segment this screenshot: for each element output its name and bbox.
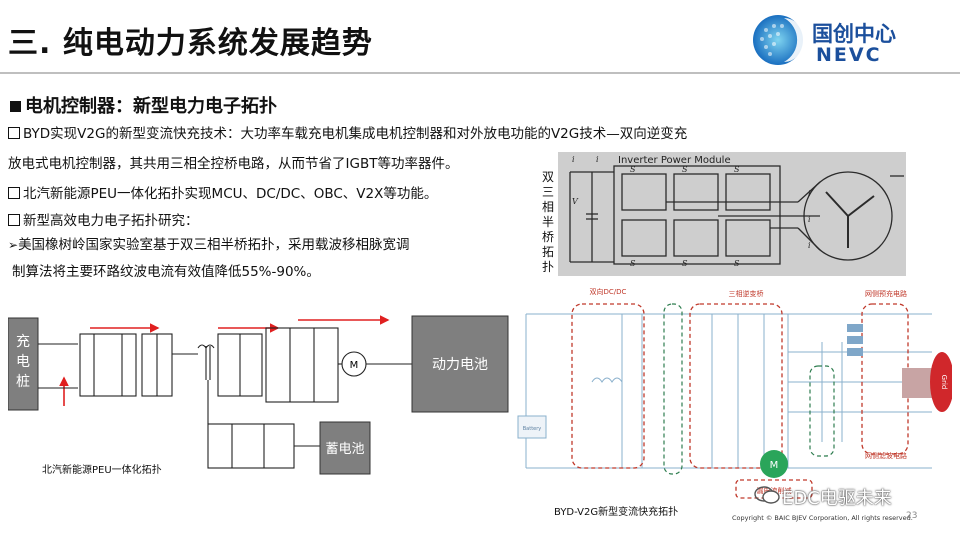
sub-bullet-ornl-line2: 制算法将主要环路纹波电流有效值降低55%-90%。 (12, 264, 320, 280)
bridge-label: 三相逆变桥 (729, 289, 764, 298)
wechat-logo-icon (754, 484, 780, 510)
right-diagram-caption: BYD-V2G新型变流快充拓扑 (554, 507, 679, 518)
grid-precharge-label: 网侧预充电路 (865, 289, 907, 298)
logo-text-cn: 国创中心 (812, 22, 896, 46)
square-bullet-icon (8, 127, 20, 139)
logo-text-en: NEVC (816, 44, 882, 66)
dcdc-label: 双向DC/DC (590, 287, 627, 296)
grid-filter-label: 网侧滤波电路 (865, 451, 907, 460)
svg-text:V: V (572, 197, 579, 206)
header-divider (0, 72, 960, 74)
svg-text:S: S (734, 259, 740, 268)
grid-label: Grid (940, 375, 948, 390)
svg-text:S: S (630, 259, 636, 268)
svg-text:i: i (596, 155, 599, 164)
svg-text:S: S (630, 165, 636, 174)
bullet-byd-line1: BYD实现V2G的新型变流快充技术：大功率车载充电机集成电机控制器和对外放电功能… (8, 125, 687, 143)
arrow-bullet-icon: ➢ (8, 238, 19, 252)
sub-bullet-ornl-line1: ➢美国橡树岭国家实验室基于双三相半桥拓扑，采用载波移相脉宽调 (8, 237, 410, 253)
bullet-baic: 北汽新能源PEU一体化拓扑实现MCU、DC/DC、OBC、V2X等功能。 (8, 185, 437, 203)
svg-text:S: S (682, 259, 688, 268)
section-subtitle: 电机控制器：新型电力电子拓扑 (10, 92, 277, 118)
page-number: 23 (906, 511, 918, 521)
dual-three-phase-half-bridge-diagram: Inverter Power Module i i V S S S S S S i i i (558, 152, 906, 276)
svg-text:i: i (808, 241, 811, 250)
bullet-byd-line2: 放电式电机控制器，其共用三相全控桥电路，从而节省了IGBT等功率器件。 (8, 156, 459, 172)
left-diagram-caption: 北汽新能源PEU一体化拓扑 (42, 465, 162, 476)
square-bullet-icon (8, 187, 20, 199)
baic-peu-topology-diagram: 充 电 桩 M 动力电池 蓄电池 (8, 315, 509, 475)
charger-label-3: 桩 (16, 373, 30, 390)
filled-square-bullet-icon (10, 101, 21, 112)
motor-icon: M (770, 460, 779, 471)
svg-text:i: i (808, 189, 811, 198)
svg-text:S: S (682, 165, 688, 174)
wechat-watermark: EDC电驱未来 (782, 488, 892, 509)
svg-text:i: i (572, 155, 575, 164)
copyright-text: Copyright © BAIC BJEV Corporation, All r… (732, 514, 913, 522)
battery-label: Battery (523, 426, 542, 432)
power-battery-label: 动力电池 (432, 357, 488, 373)
charger-label-2: 电 (16, 354, 30, 370)
page-title: 三. 纯电动力系统发展趋势 (8, 26, 373, 61)
motor-symbol-icon: M (350, 360, 359, 371)
bullet-research: 新型高效电力电子拓扑研究： (8, 212, 199, 230)
vertical-label: 双三相半桥拓扑 (541, 170, 554, 274)
inverter-module-title: Inverter Power Module (618, 155, 731, 166)
square-bullet-icon (8, 214, 20, 226)
storage-battery-label: 蓄电池 (325, 442, 364, 457)
leakage-reduction-label: 漏电流削减 (757, 486, 792, 495)
nevc-logo-icon (753, 15, 804, 65)
byd-v2g-topology-diagram: Grid M Battery 双向DC/DC 三相逆变桥 网侧预充电路 网侧滤波… (517, 287, 952, 499)
svg-text:S: S (734, 165, 740, 174)
svg-text:i: i (808, 215, 811, 224)
charger-label-1: 充 (16, 334, 30, 350)
